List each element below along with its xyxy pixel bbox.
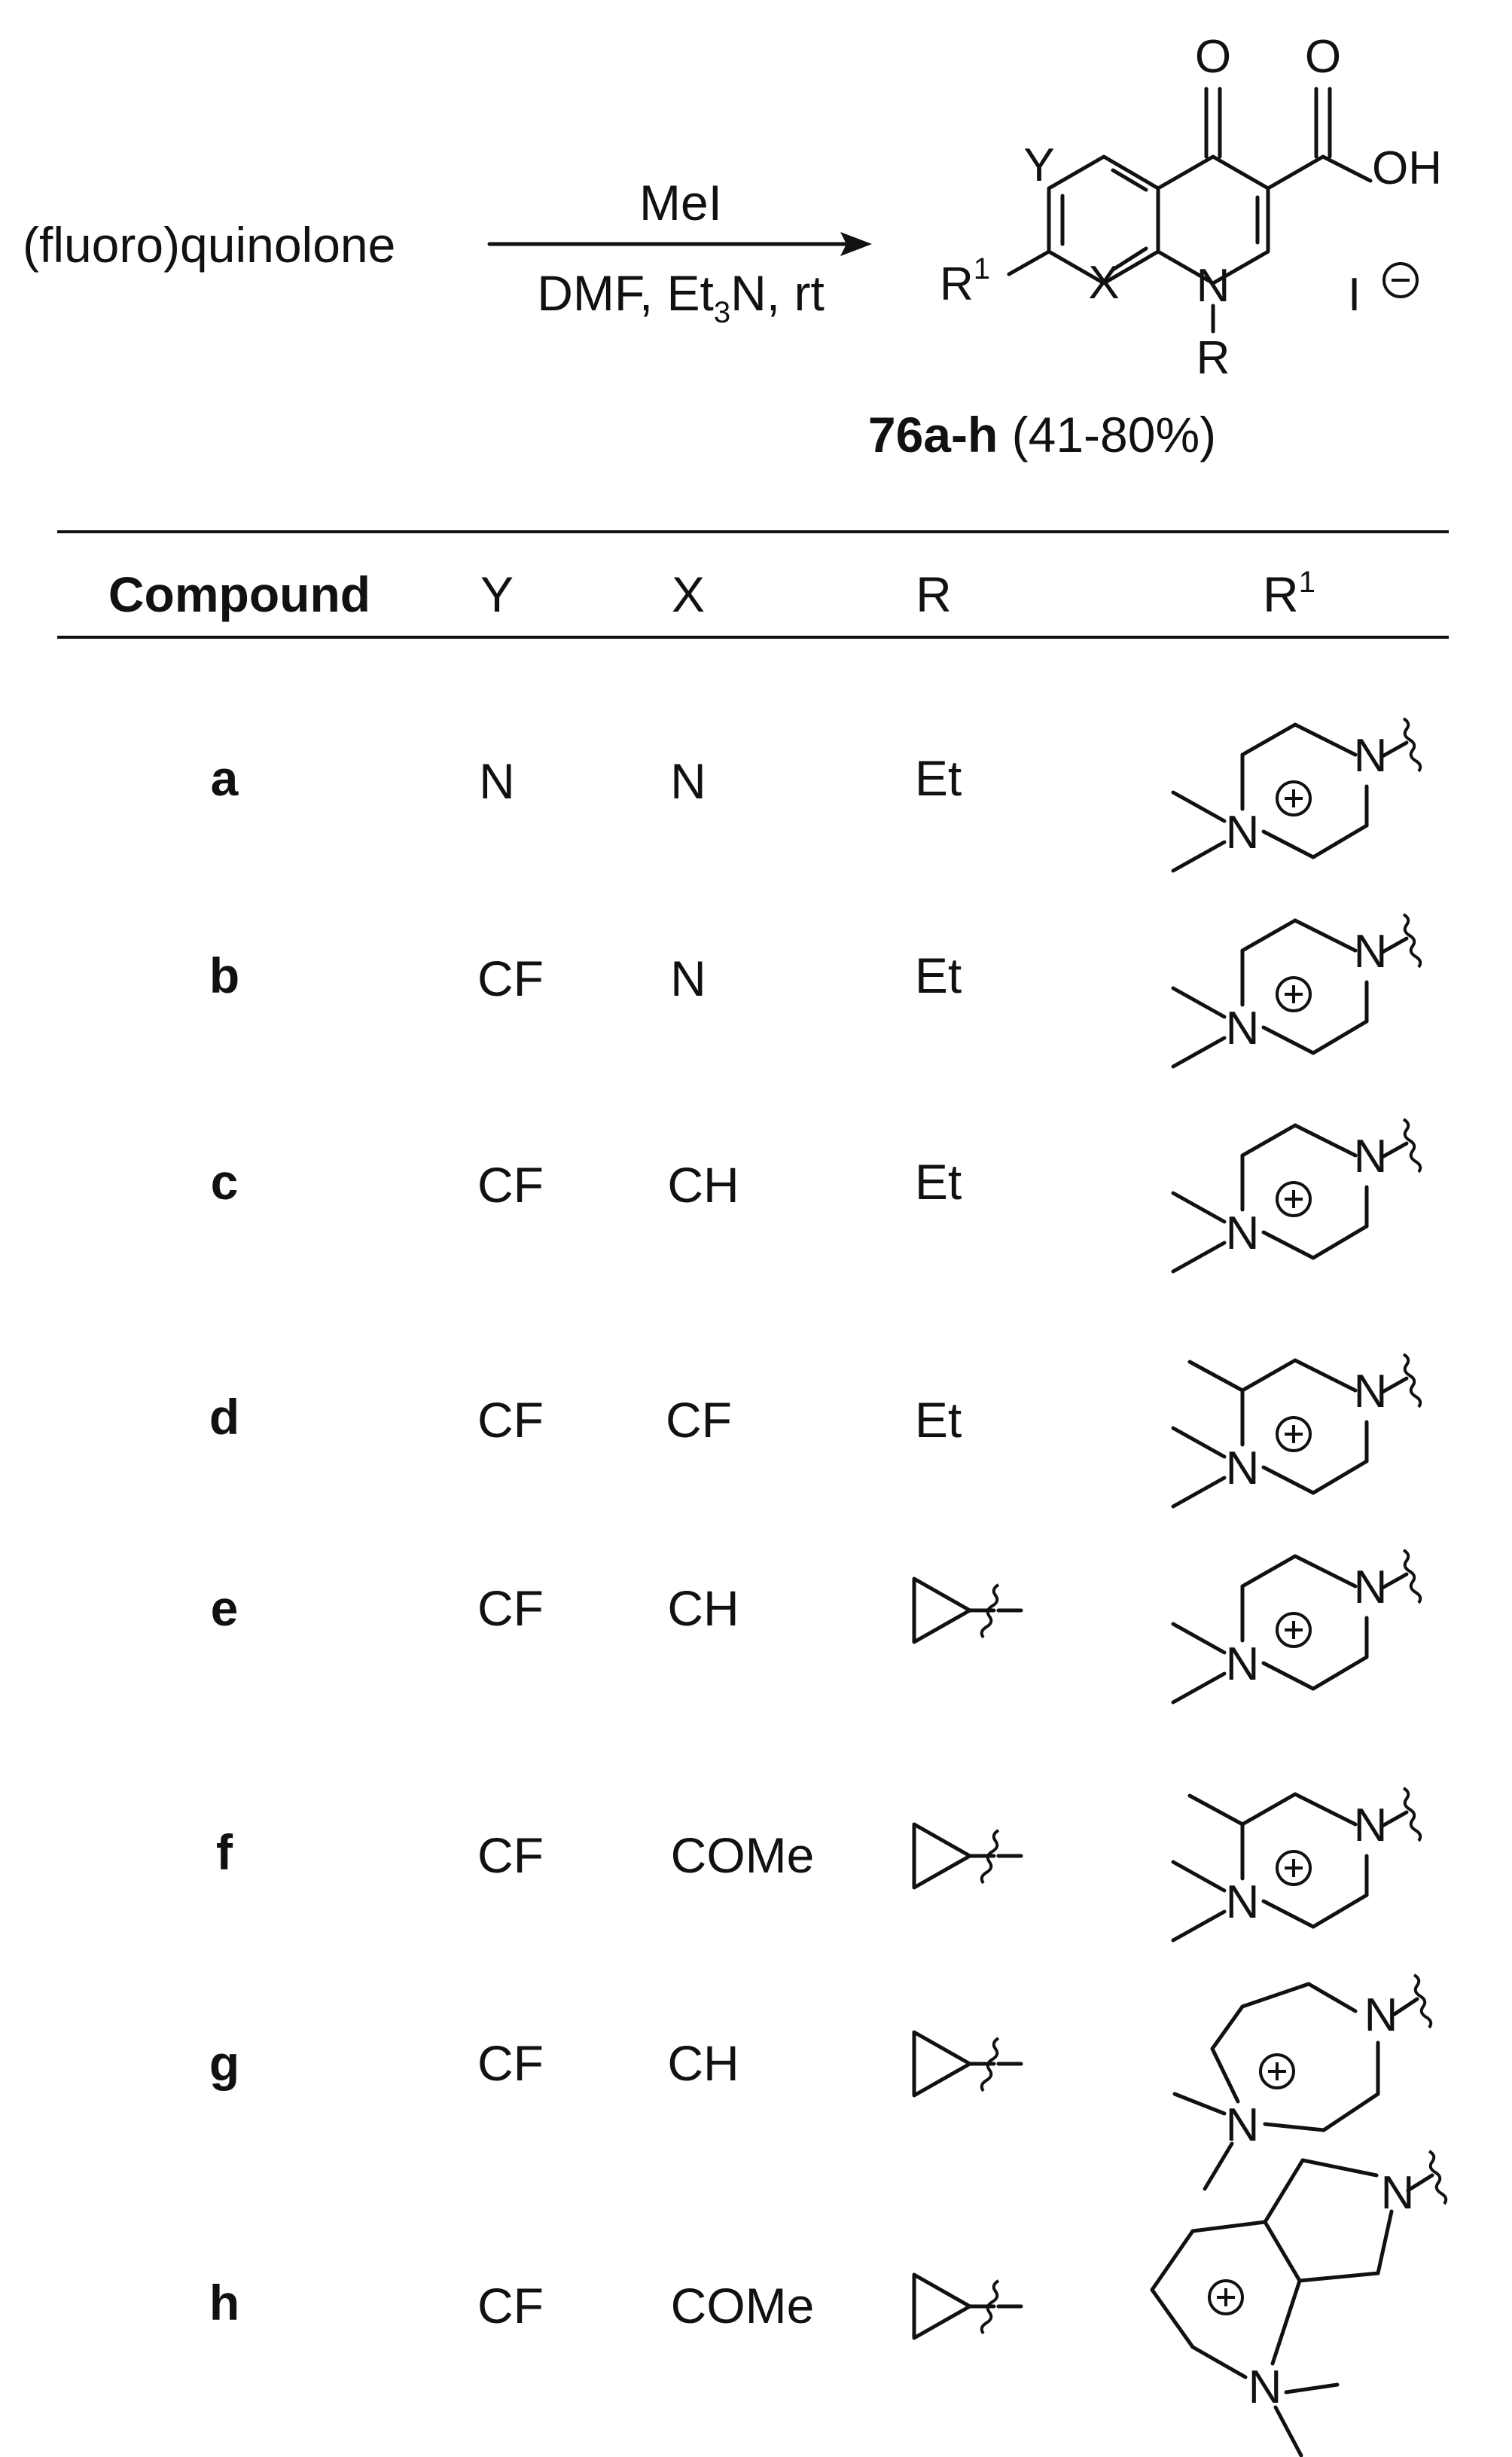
cell-y: N: [479, 753, 515, 809]
svg-text:N: N: [1226, 1207, 1260, 1259]
table-row: e CF CH N N: [211, 1550, 1421, 1702]
atom-R: R: [1196, 332, 1230, 384]
cell-compound: e: [211, 1580, 239, 1636]
r1-structure-dimethylpiperazinium: N N: [1173, 1119, 1420, 1271]
cell-r: Et: [915, 1154, 962, 1210]
cell-y: CF: [477, 1157, 544, 1213]
cyclopropyl-structure: [914, 2275, 1021, 2338]
header-x: X: [672, 566, 705, 622]
r1-structure-trimethylpiperazinium: N N: [1173, 1788, 1420, 1940]
table-row: g CF CH N N: [209, 1973, 1433, 2191]
cell-y: CF: [477, 2035, 544, 2091]
header-r: R: [916, 566, 952, 622]
table-row: h CF COMe N N: [209, 2150, 1448, 2457]
cell-y: CF: [477, 1392, 544, 1448]
cell-x: COMe: [671, 1827, 815, 1883]
header-r1: R1: [1263, 566, 1315, 622]
starting-material-label: (fluoro)quinolone: [23, 217, 395, 273]
svg-text:N: N: [1354, 1561, 1388, 1613]
atom-Y: Y: [1023, 139, 1054, 191]
header-y: Y: [480, 566, 514, 622]
table-row: b CF N Et N N: [209, 914, 1420, 1067]
atom-OH: OH: [1372, 142, 1442, 194]
cell-compound: d: [209, 1389, 239, 1445]
svg-text:N: N: [1354, 1131, 1388, 1183]
svg-text:N: N: [1226, 807, 1260, 859]
cell-r: Et: [915, 1392, 962, 1448]
cell-y: CF: [477, 1827, 544, 1883]
cell-x: COMe: [671, 2278, 815, 2333]
r1-structure-dimethylpiperazinium: N N: [1173, 1550, 1420, 1702]
cyclopropyl-structure: [914, 1579, 1021, 1642]
cell-r: Et: [915, 948, 962, 1003]
table-row: d CF CF Et N N: [209, 1354, 1420, 1506]
svg-text:N: N: [1226, 1876, 1260, 1928]
cell-y: CF: [477, 2278, 544, 2333]
svg-text:N: N: [1354, 926, 1388, 978]
atom-O-acid: O: [1305, 31, 1341, 83]
cell-x: CH: [667, 1157, 739, 1213]
cell-x: CF: [666, 1392, 732, 1448]
atom-X: X: [1088, 257, 1119, 309]
cell-x: CH: [667, 1580, 739, 1636]
atom-R1: R1: [940, 252, 990, 310]
svg-text:N: N: [1226, 2099, 1260, 2151]
product-label: 76a-h (41-80%): [868, 407, 1216, 462]
cell-x: CH: [667, 2035, 739, 2091]
cell-y: CF: [477, 1580, 544, 1636]
cell-compound: c: [211, 1154, 239, 1210]
svg-text:N: N: [1354, 730, 1388, 782]
cell-r: Et: [915, 750, 962, 806]
negative-charge-icon: [1382, 262, 1419, 298]
r1-structure-trimethylpiperazinium: N N: [1173, 1354, 1420, 1506]
svg-text:N: N: [1381, 2167, 1415, 2219]
cyclopropyl-structure: [914, 1824, 1021, 1888]
atom-O-keto: O: [1195, 31, 1231, 83]
table-row: c CF CH Et N N: [211, 1119, 1421, 1271]
cell-x: N: [670, 753, 706, 809]
header-compound: Compound: [108, 566, 370, 622]
conditions-label: DMF, Et3N, rt: [537, 265, 825, 329]
cell-y: CF: [477, 951, 544, 1006]
svg-text:N: N: [1226, 1003, 1260, 1055]
cell-compound: h: [209, 2275, 239, 2330]
svg-text:N: N: [1226, 1442, 1260, 1494]
table-row: f CF COMe N N: [216, 1788, 1420, 1940]
cell-x: N: [670, 951, 706, 1006]
r1-structure-octahydropyrrolopyridinium: N N: [1150, 2150, 1448, 2457]
svg-text:N: N: [1226, 1638, 1260, 1690]
svg-text:N: N: [1354, 1799, 1388, 1851]
counter-ion-iodide: I: [1348, 269, 1361, 321]
r1-structure-dimethylpiperazinium: N N: [1173, 914, 1420, 1067]
atom-N-ring: N: [1196, 260, 1230, 312]
cell-compound: f: [216, 1824, 233, 1880]
cell-compound: a: [211, 750, 239, 806]
svg-text:N: N: [1354, 1366, 1388, 1418]
cell-compound: b: [209, 948, 239, 1003]
table-row: a N N Et N N: [211, 719, 1421, 871]
cyclopropyl-structure: [914, 2032, 1021, 2095]
quinolone-core-structure: [1007, 87, 1373, 334]
svg-text:N: N: [1364, 1989, 1398, 2041]
cell-compound: g: [209, 2035, 239, 2091]
reagent-label: MeI: [639, 175, 722, 230]
r1-structure-dimethylpiperazinium: N N: [1173, 719, 1420, 871]
svg-text:N: N: [1248, 2361, 1282, 2413]
reaction-arrow: [487, 232, 872, 256]
r1-structure-dimethylhomopiperazinium: N N: [1172, 1973, 1433, 2191]
